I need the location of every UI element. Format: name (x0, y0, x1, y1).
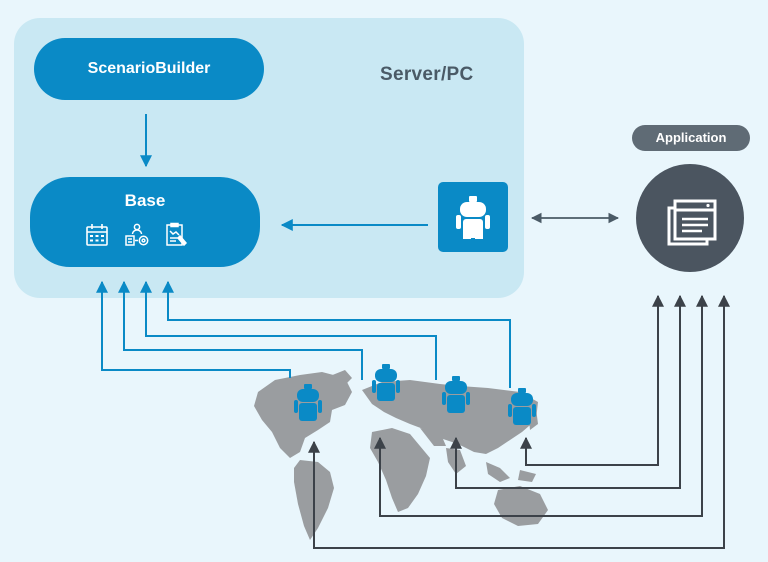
application-to-agents-connectors (308, 294, 730, 549)
scenario-builder-label: ScenarioBuilder (87, 60, 211, 77)
connector-agent-1-base (96, 280, 291, 378)
server-title: Server/PC (380, 64, 474, 85)
connector-app-agent-1 (520, 294, 664, 466)
base-icon-row (84, 222, 190, 248)
report-icon (164, 222, 190, 248)
workflow-icon (124, 222, 150, 248)
agent-to-base-connectors (96, 114, 511, 388)
agent-box[interactable] (438, 182, 508, 252)
robot-icon (442, 376, 470, 413)
robot-icon (456, 196, 490, 239)
connector-app-agent-4 (308, 294, 730, 549)
base-label: Base (124, 191, 166, 210)
window-stack-icon (667, 199, 717, 246)
robot-icon (294, 384, 322, 421)
connector-agent-2-base (118, 280, 363, 380)
application-label: Application (632, 125, 750, 151)
calendar-icon (84, 222, 110, 248)
robot-icon (508, 388, 536, 425)
application-node[interactable] (636, 164, 744, 272)
base-node[interactable]: Base (30, 177, 260, 267)
robot-icon (372, 364, 400, 401)
connector-agent-3-base (140, 280, 437, 380)
scenario-builder-node[interactable]: ScenarioBuilder (34, 38, 264, 100)
agent-robots (294, 364, 536, 425)
